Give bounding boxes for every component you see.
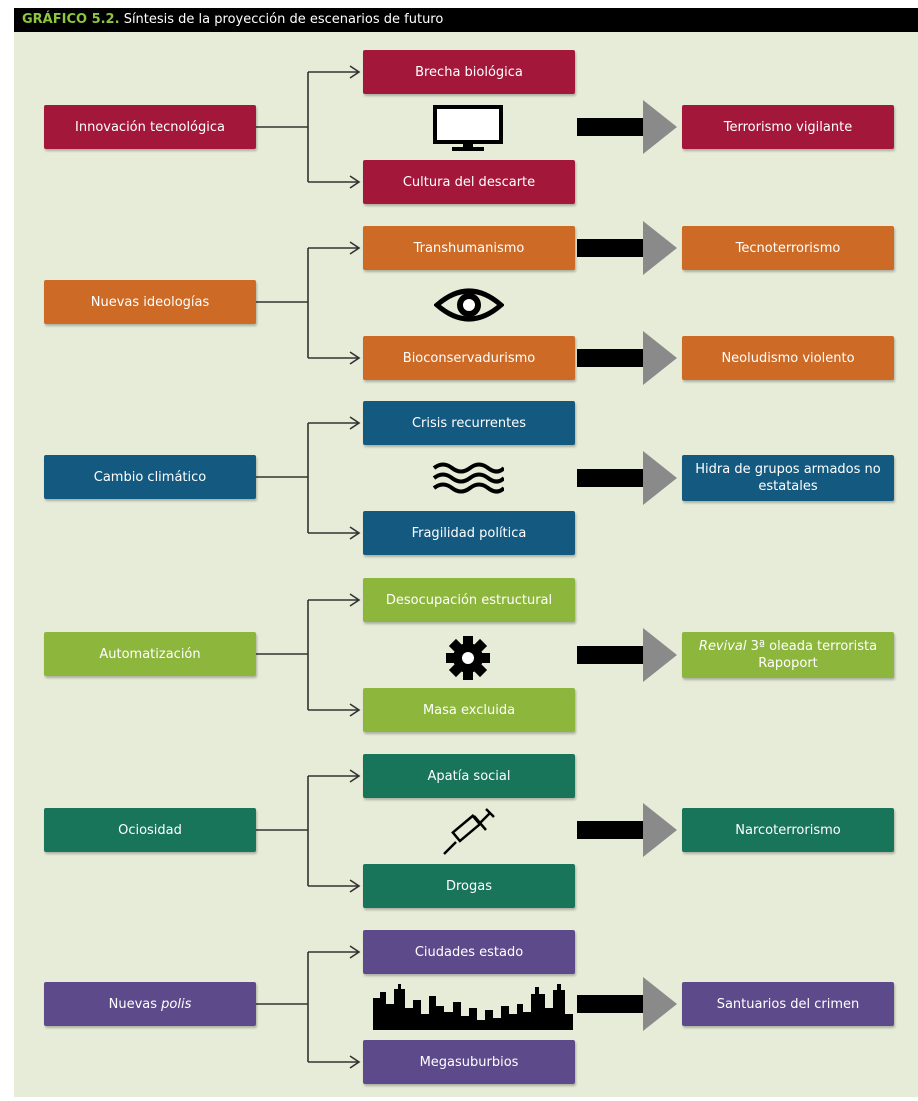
connector-arrow-bottom-innovacion xyxy=(308,175,361,189)
result-arrow-clima-1 xyxy=(577,451,677,505)
effect-megasuburbios: Megasuburbios xyxy=(363,1040,575,1084)
effect-bioconservadurismo: Bioconservadurismo xyxy=(363,336,575,380)
effect-cultura-del-descarte: Cultura del descarte xyxy=(363,160,575,204)
result-arrow-ideologias-2 xyxy=(577,331,677,385)
connector-arrow-top-ociosidad xyxy=(308,769,361,783)
connector-arrow-top-clima xyxy=(308,416,361,430)
skyline-icon xyxy=(373,984,573,1030)
syringe-icon xyxy=(443,808,495,855)
effect-drogas: Drogas xyxy=(363,864,575,908)
monitor-icon xyxy=(433,105,503,151)
connector-arrow-top-ideologias xyxy=(308,241,361,255)
outcome-santuarios-del-crimen: Santuarios del crimen xyxy=(682,982,894,1026)
outcome-neoludismo-violento: Neoludismo violento xyxy=(682,336,894,380)
cause-cambio-climatico: Cambio climático xyxy=(44,455,256,499)
result-arrow-ideologias-1 xyxy=(577,221,677,275)
outcome-narcoterrorismo: Narcoterrorismo xyxy=(682,808,894,852)
outcome-revival-tercera-oleada: Revival 3ª oleada terrorista Rapoport xyxy=(682,632,894,678)
outcome-tecnoterrorismo: Tecnoterrorismo xyxy=(682,226,894,270)
connector-arrow-bottom-automatizacion xyxy=(308,703,361,717)
cause-automatizacion: Automatización xyxy=(44,632,256,676)
diagram-panel xyxy=(14,32,918,1097)
figure-label: GRÁFICO 5.2. xyxy=(22,12,120,27)
cause-ociosidad: Ociosidad xyxy=(44,808,256,852)
cause-nuevas-ideologias: Nuevas ideologías xyxy=(44,280,256,324)
chart-header: GRÁFICO 5.2. Síntesis de la proyección d… xyxy=(14,8,918,32)
connector-arrow-top-automatizacion xyxy=(308,593,361,607)
result-arrow-ociosidad-1 xyxy=(577,803,677,857)
result-arrow-polis-1 xyxy=(577,977,677,1031)
connector-arrow-top-polis xyxy=(308,945,361,959)
eye-icon xyxy=(434,288,504,322)
outcome-hidra-grupos-armados: Hidra de grupos armados no estatales xyxy=(682,455,894,501)
gear-icon xyxy=(446,636,490,680)
connector-arrow-bottom-polis xyxy=(308,1055,361,1069)
result-arrow-automatizacion-1 xyxy=(577,628,677,682)
cause-nuevas-polis: Nuevas polis xyxy=(44,982,256,1026)
figure-title: Síntesis de la proyección de escenarios … xyxy=(123,12,444,27)
cause-innovacion-tecnologica: Innovación tecnológica xyxy=(44,105,256,149)
effect-desocupacion-estructural: Desocupación estructural xyxy=(363,578,575,622)
effect-brecha-biologica: Brecha biológica xyxy=(363,50,575,94)
effect-masa-excluida: Masa excluida xyxy=(363,688,575,732)
outcome-terrorismo-vigilante: Terrorismo vigilante xyxy=(682,105,894,149)
effect-ciudades-estado: Ciudades estado xyxy=(363,930,575,974)
connector-arrow-bottom-ideologias xyxy=(308,351,361,365)
connector-arrow-bottom-ociosidad xyxy=(308,879,361,893)
effect-transhumanismo: Transhumanismo xyxy=(363,226,575,270)
effect-fragilidad-politica: Fragilidad política xyxy=(363,511,575,555)
effect-apatia-social: Apatía social xyxy=(363,754,575,798)
effect-crisis-recurrentes: Crisis recurrentes xyxy=(363,401,575,445)
connector-arrow-top-innovacion xyxy=(308,65,361,79)
result-arrow-innovacion-1 xyxy=(577,100,677,154)
connector-arrow-bottom-clima xyxy=(308,526,361,540)
waves-icon xyxy=(432,462,504,494)
